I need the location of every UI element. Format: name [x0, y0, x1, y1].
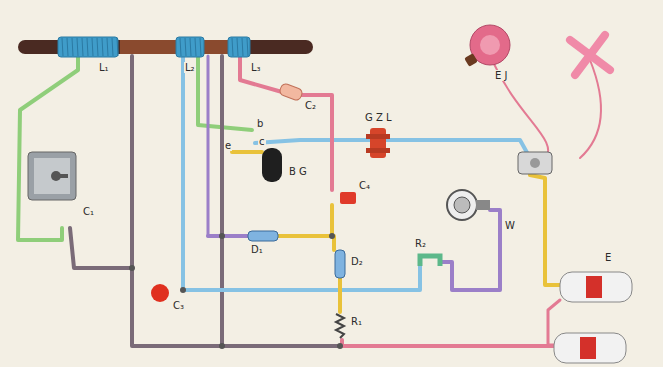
- part-label: R₁: [350, 316, 363, 327]
- part-label: c: [258, 136, 266, 147]
- part-label: B G: [288, 166, 308, 177]
- part-label: C₂: [304, 100, 317, 111]
- part-label: e: [224, 140, 232, 151]
- part-label: L₂: [184, 62, 196, 73]
- part-label: E J: [494, 70, 508, 81]
- part-label: C₁: [82, 206, 95, 217]
- part-label: b: [256, 118, 264, 129]
- part-label: L₃: [250, 62, 262, 73]
- part-label: W: [504, 220, 516, 231]
- part-label: C₃: [172, 300, 185, 311]
- part-label: E: [604, 252, 612, 263]
- part-label: L₁: [98, 62, 110, 73]
- part-label: G Z L: [364, 112, 393, 123]
- part-label: R₂: [414, 238, 427, 249]
- part-label: D₂: [350, 256, 364, 267]
- part-label: D₁: [250, 244, 264, 255]
- part-label: C₄: [358, 180, 371, 191]
